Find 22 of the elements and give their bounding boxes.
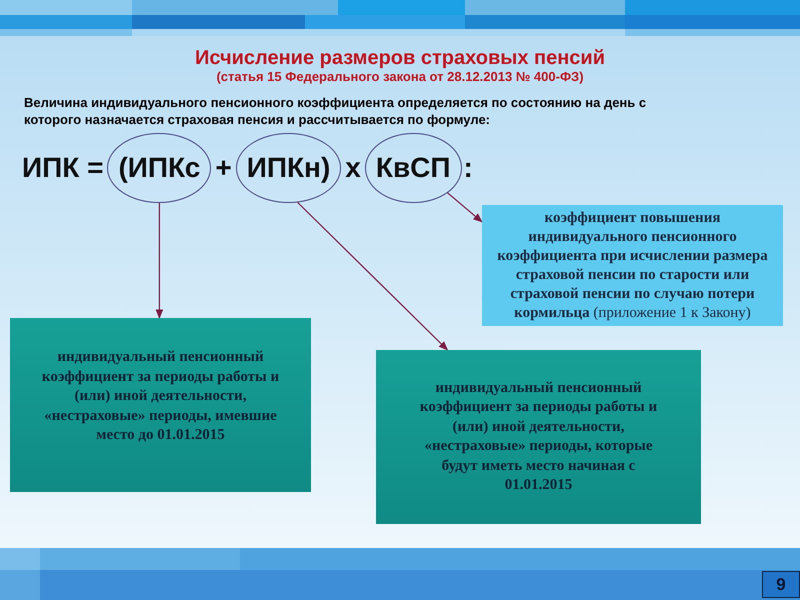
formula-text: х — [345, 154, 361, 182]
highlight-ellipse — [236, 133, 342, 203]
formula-term: ИПКн) — [246, 154, 330, 182]
highlight-ellipse — [107, 133, 212, 203]
info-box — [376, 350, 701, 524]
box-text: индивидуальный пенсионный коэффициент за периоды работы и (или) иной деятельности, «нестраховые» периоды, которые будут иметь место начиная с 01.01.2015 — [418, 378, 658, 495]
box-text: коэффициент повышения индивидуального пенсионного коэффициента при исчислении размера страховой пенсии по старости или страховой пенсии по случаю потери кормильца (приложение 1 к Закону) — [496, 208, 769, 322]
intro-text: Величина индивидуального пенсионного коэффициента определяется по состоянию на день с которого назначается страховая пенсия и рассчитывается по формуле: — [24, 94, 648, 128]
info-box — [10, 318, 311, 492]
box-text: индивидуальный пенсионный коэффициент за периоды работы и (или) иной деятельности, «нестраховые» периоды, имевшие место до 01.01.2015 — [40, 348, 280, 446]
arrow — [156, 203, 164, 319]
highlight-ellipse — [364, 133, 462, 203]
subtitle: (статья 15 Федерального закона от 28.12.2013 № 400-ФЗ) — [216, 69, 584, 85]
formula-text: : — [464, 154, 473, 182]
formula-term: (ИПКс — [118, 154, 200, 182]
page-number: 9 — [762, 571, 800, 598]
slide-title: Исчисление размеров страховых пенсий — [195, 46, 605, 70]
arrow — [297, 202, 448, 351]
formula-text: ИПК = — [22, 154, 104, 182]
formula-term: КвСП — [376, 154, 451, 182]
formula-text: + — [215, 154, 232, 182]
arrow — [447, 192, 483, 223]
